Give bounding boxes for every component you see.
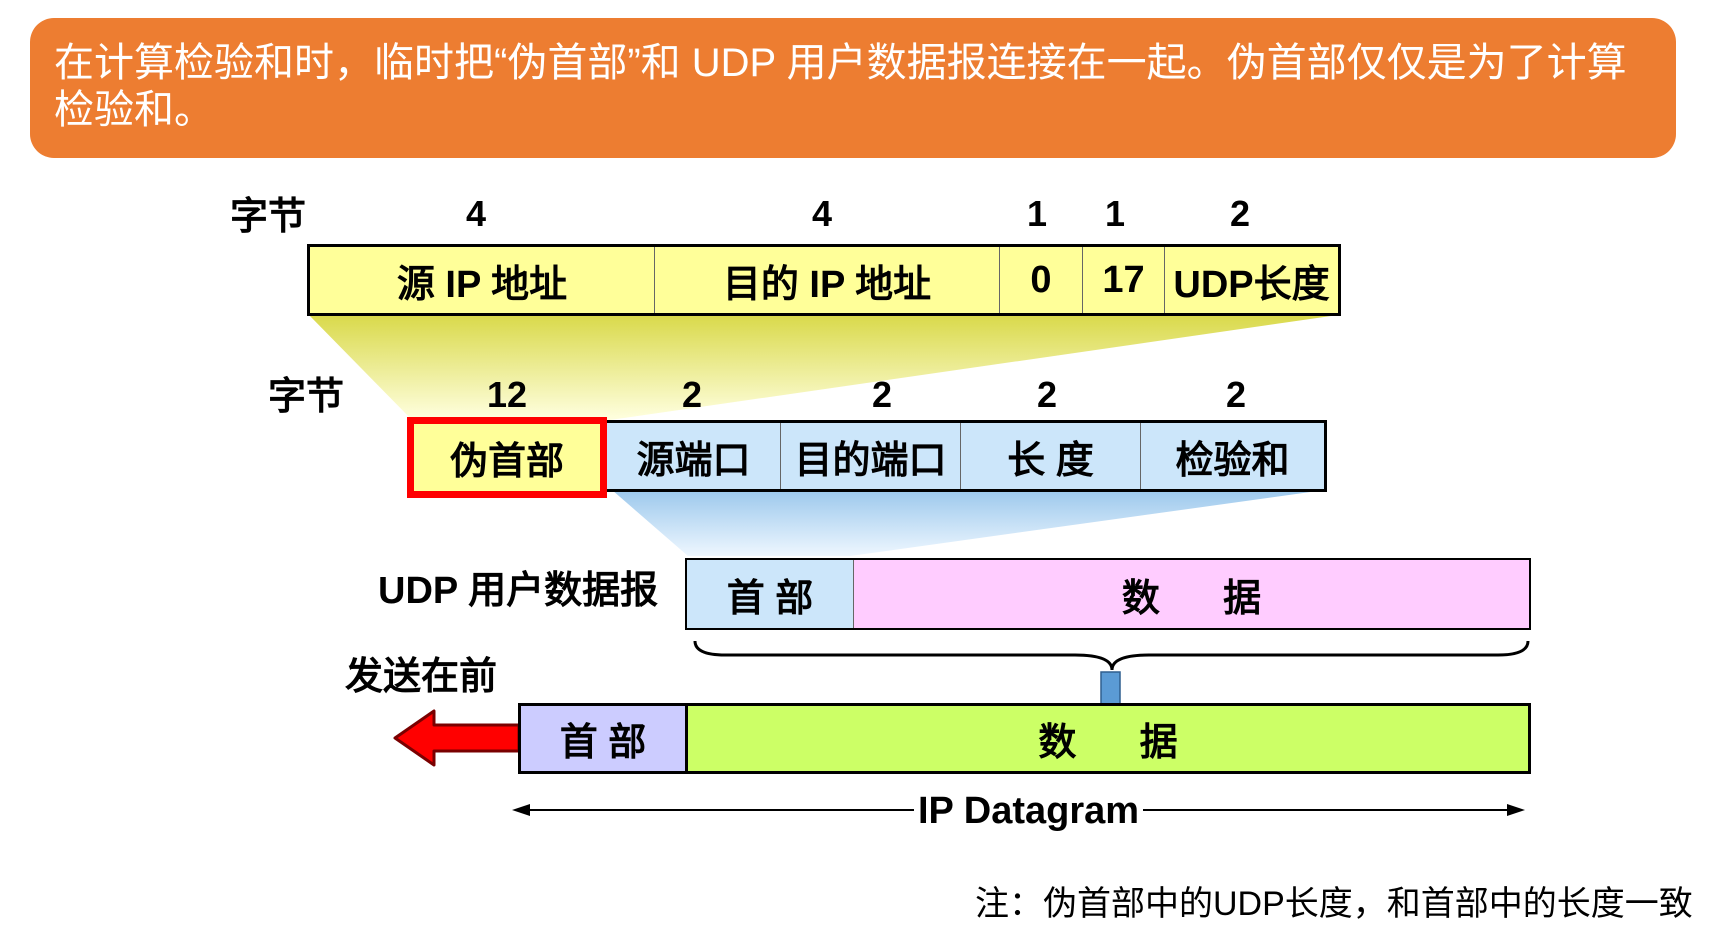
protocol-field: 17: [1083, 247, 1165, 313]
brace: [693, 640, 1530, 671]
udp-datagram-row: 首 部 数 据: [685, 558, 1531, 630]
size-zero: 1: [1026, 193, 1048, 234]
footnote: 注：伪首部中的UDP长度，和首部中的长度一致: [975, 885, 1693, 923]
ip-datagram-row: 首 部 数 据: [518, 703, 1531, 774]
size-dst-port: 2: [871, 374, 893, 415]
size-pseudo-header: 12: [486, 374, 528, 415]
size-length: 2: [1036, 374, 1058, 415]
udp-header-block: 首 部: [687, 560, 854, 628]
ip-header-block: 首 部: [521, 706, 688, 771]
checksum-field: 检验和: [1175, 439, 1290, 482]
banner-text: 在计算检验和时，临时把“伪首部”和 UDP 用户数据报连接在一起。伪首部仅仅是为…: [54, 41, 1627, 132]
udp-datagram-label: UDP 用户数据报: [378, 570, 659, 612]
udp-header-row: 伪首部 源端口 目的端口 长 度 检验和: [407, 417, 1327, 498]
size-src-ip: 4: [465, 193, 487, 234]
send-first-label: 发送在前: [345, 656, 498, 698]
left-arrow-icon: [393, 709, 521, 767]
length-field: 长 度: [961, 423, 1141, 489]
ip-data-block: 数 据: [688, 706, 1528, 771]
pseudo-header-projection: [309, 315, 1338, 420]
udp-data-block: 数 据: [854, 560, 1529, 628]
zero-field: 0: [1000, 247, 1083, 313]
udp-header-projection: [612, 490, 1325, 556]
udp-length-field: UDP长度: [1173, 263, 1330, 306]
size-dst-ip: 4: [811, 193, 833, 234]
size-protocol: 1: [1104, 193, 1126, 234]
pseudo-header-field: 伪首部: [407, 417, 607, 498]
size-checksum: 2: [1225, 374, 1247, 415]
src-port-field: 源端口: [607, 423, 781, 489]
dst-ip-field: 目的 IP 地址: [655, 247, 1000, 313]
bytes-label-middle: 字节: [268, 376, 345, 418]
src-ip-field: 源 IP 地址: [310, 247, 655, 313]
size-udp-length: 2: [1229, 193, 1251, 234]
size-src-port: 2: [681, 374, 703, 415]
dst-port-field: 目的端口: [781, 423, 961, 489]
ip-datagram-label: IP Datagram: [914, 790, 1144, 833]
pseudo-header-row: 源 IP 地址 目的 IP 地址 0 17 UDP长度: [307, 244, 1341, 316]
explanation-banner: 在计算检验和时，临时把“伪首部”和 UDP 用户数据报连接在一起。伪首部仅仅是为…: [30, 18, 1676, 158]
bytes-label-top: 字节: [230, 196, 307, 238]
